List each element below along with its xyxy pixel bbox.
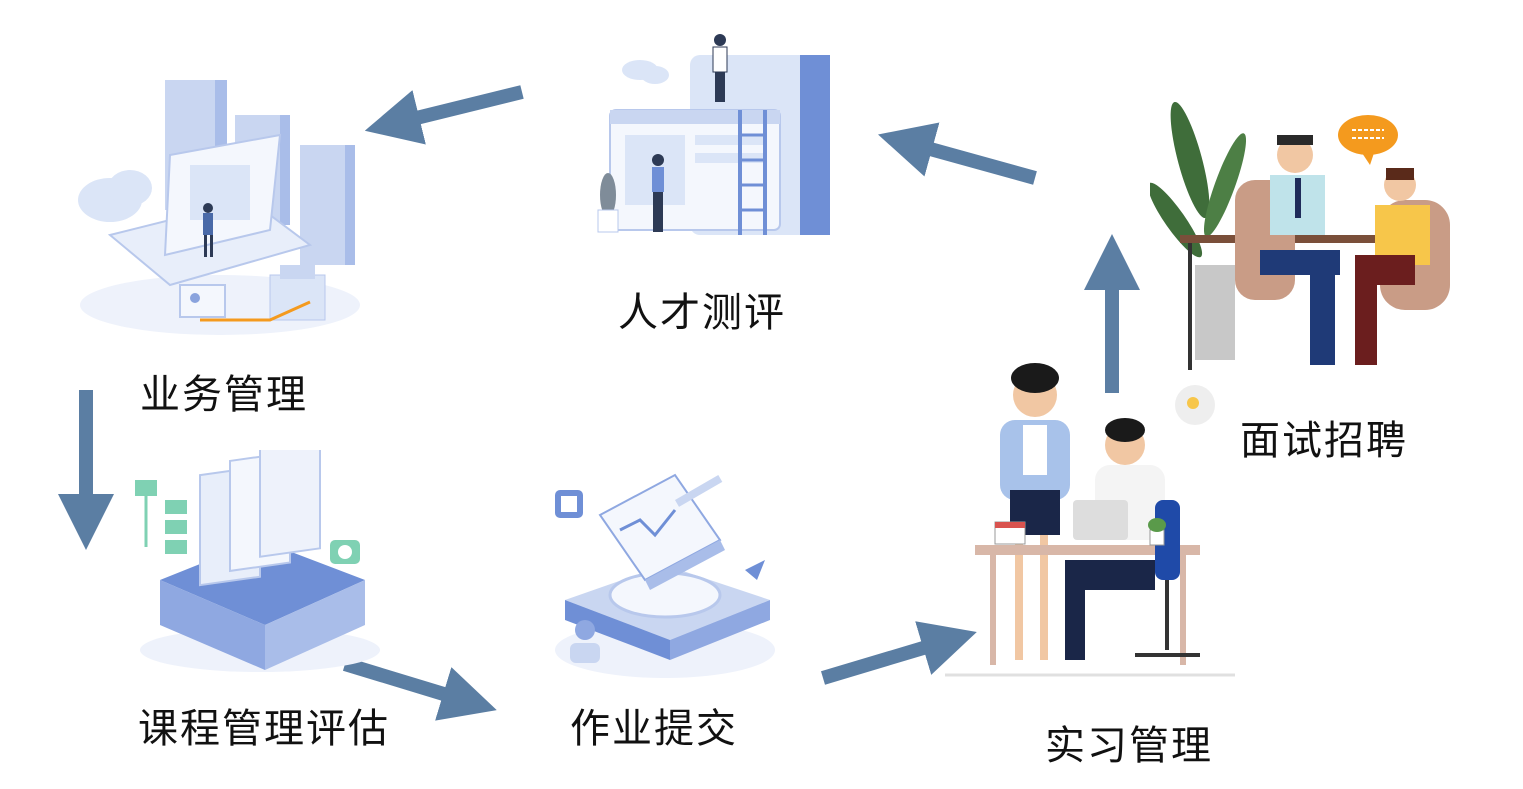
person-figure-icon bbox=[203, 203, 213, 257]
desk-icon bbox=[975, 545, 1200, 665]
user-avatar-icon bbox=[570, 620, 600, 663]
node-label-business: 业务管理 bbox=[140, 372, 308, 418]
node-label-internship: 实习管理 bbox=[1045, 723, 1213, 769]
paper-plane-icon bbox=[745, 560, 765, 580]
camera-icon bbox=[330, 540, 360, 564]
candidate-figure-icon bbox=[1355, 168, 1430, 365]
person-figure-icon bbox=[712, 34, 728, 102]
box-icon bbox=[269, 265, 326, 321]
interview-illustration bbox=[1150, 101, 1450, 370]
node-label-interview: 面试招聘 bbox=[1240, 418, 1408, 464]
servers-laptop-illustration bbox=[78, 80, 360, 335]
flowchart-icon bbox=[135, 480, 187, 554]
calendar-icon bbox=[994, 521, 1026, 545]
document-stack-illustration bbox=[135, 450, 380, 672]
person-figure-icon bbox=[652, 154, 664, 232]
potted-plant-icon bbox=[1148, 518, 1166, 546]
potted-plant-icon bbox=[597, 173, 619, 233]
chart-badge-icon bbox=[555, 490, 583, 518]
woman-figure-icon bbox=[1000, 363, 1070, 660]
laptop-icon bbox=[107, 133, 313, 287]
laptop-icon bbox=[1073, 500, 1128, 540]
book-platform-illustration bbox=[555, 473, 775, 678]
arrow-assessment-to-business bbox=[364, 85, 524, 145]
lightbulb-bubble-icon bbox=[1175, 385, 1215, 425]
arrow-homework-to-internship bbox=[820, 621, 977, 685]
arrow-interview-to-assessment bbox=[878, 122, 1037, 185]
office-desk-illustration bbox=[945, 363, 1235, 677]
cloud-icon bbox=[78, 170, 152, 222]
ladder-board-illustration bbox=[597, 34, 830, 235]
node-label-course: 课程管理评估 bbox=[138, 706, 390, 752]
interviewer-figure-icon bbox=[1260, 135, 1340, 365]
id-card-icon bbox=[179, 284, 226, 318]
node-label-assessment: 人才测评 bbox=[618, 290, 786, 336]
node-label-homework: 作业提交 bbox=[570, 706, 738, 752]
arrow-course-to-homework bbox=[342, 657, 497, 721]
speech-bubble-icon bbox=[1338, 115, 1398, 165]
ladder-icon bbox=[738, 110, 767, 235]
book-icon bbox=[598, 473, 725, 590]
